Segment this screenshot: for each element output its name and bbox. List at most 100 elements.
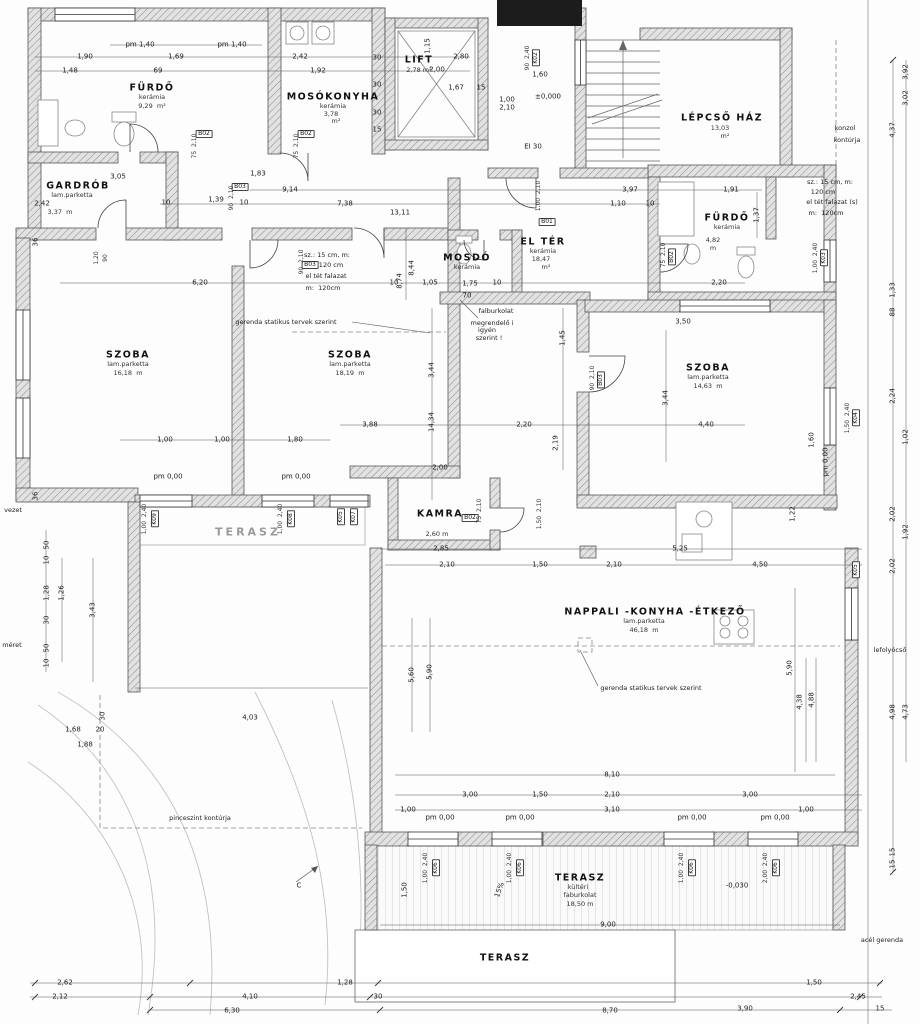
dimension-label: 10 [645, 199, 655, 208]
dimension-label: 1,33 [888, 282, 897, 298]
dimension-label: 1,50 [806, 978, 822, 987]
opening-tag: K04 [852, 409, 860, 427]
dimension-label: 3,00 [462, 790, 478, 799]
solid-core [497, 0, 582, 26]
dimension-label: 2,24 [888, 388, 897, 404]
room-sub-label: 9,29 m² [138, 101, 166, 110]
room-sub-label: 3,78 [323, 109, 339, 118]
dimension-label: 30 [372, 53, 382, 62]
room-label: KAMRA [416, 508, 464, 520]
annotation-label: szerint ! [475, 333, 503, 342]
room-sub-label: m² [541, 262, 551, 271]
dimension-label: 1,02 [901, 429, 910, 445]
room-label: FÜRDŐ [704, 212, 750, 224]
dimension-label: 8,44 [407, 260, 416, 276]
dimension-label: 1,15 [423, 38, 432, 54]
dimension-label: 10 [389, 278, 399, 287]
dimension-label: 2,62 [57, 978, 73, 987]
dimension-label: 1,90 [77, 52, 93, 61]
room-label: MOSÓKONYHA [286, 91, 380, 103]
dimension-label: 2,80 [453, 52, 469, 61]
opening-tag: K03 [820, 249, 828, 267]
opening-size-label: 1,00 2,40 [812, 242, 819, 274]
dimension-label: 8,74 [395, 273, 404, 289]
opening-size-label: 90 2,40 [524, 45, 531, 71]
opening-size-label: 90 2,10 [589, 365, 596, 391]
dimension-label: 2,00 [432, 463, 448, 472]
dimension-label: 70 [462, 291, 472, 300]
dimension-label: pm 0,00 [505, 813, 535, 822]
dimension-label: 2,42 [292, 52, 308, 61]
dimension-label: 1,37 [752, 207, 761, 223]
dimension-ticks [31, 56, 897, 1014]
annotation-label: igyén [478, 325, 496, 334]
dimension-label: 1,91 [723, 185, 739, 194]
dimension-label: 1,00 [798, 805, 814, 814]
annotation-label: vezet [4, 505, 22, 514]
room-sub-label: 13,03 [710, 123, 730, 132]
dimension-label: 4,88 [807, 692, 816, 708]
dimension-label: 3,43 [88, 602, 97, 618]
opening-size-label: 90 2,10 [228, 185, 235, 211]
dimension-label: 30 [372, 80, 382, 89]
dimension-label: 4,37 [888, 122, 897, 138]
dimension-label: 3,44 [661, 390, 670, 406]
dimension-label: 3,05 [110, 172, 126, 181]
room-sub-label: kerámia [138, 92, 166, 101]
dimension-label: 1,00 [214, 435, 230, 444]
opening-tag: K06 [516, 859, 524, 877]
opening-tag: B02 [461, 514, 479, 522]
room-label: TERASZ [479, 952, 531, 964]
dimension-label: 15 [875, 1004, 885, 1013]
annotation-label: acél gerenda [860, 935, 904, 944]
dimension-label: 1,22 [788, 506, 797, 522]
room-sub-label: lam.parketta [51, 190, 93, 199]
dimension-label: 1,45 [558, 330, 567, 346]
dimension-label: 1,10 [610, 199, 626, 208]
room-sub-label: faburkolat [563, 890, 597, 899]
dimension-label: 5,60 [407, 667, 416, 683]
stairs [586, 39, 663, 162]
annotation-label: gerenda statikus tervek szerint [235, 317, 337, 326]
room-sub-label: kültéri [567, 882, 589, 891]
opening-size-label: 1,00 2,40 [678, 852, 685, 884]
dimension-label: C [296, 881, 302, 890]
dimension-label: pm 0,00 [677, 813, 707, 822]
dimension-label: 15 [476, 83, 486, 92]
dimension-label: 14,34 [427, 411, 436, 433]
annotation-label: m: 120cm [808, 208, 844, 217]
opening-tag: B03 [301, 261, 319, 269]
opening-size-label: 1,00 2,40 [422, 852, 429, 884]
annotation-label: 120 cm [318, 260, 344, 269]
annotation-label: sz.: 15 cm, m: [303, 250, 351, 259]
room-sub-label: 18,50 m [566, 899, 594, 908]
dimension-label: 3,92 [901, 64, 910, 80]
dimension-label: 1,28 [42, 585, 51, 601]
dimension-label: 10 [42, 555, 51, 565]
opening-size-label: 75 2,10 [660, 242, 667, 268]
opening-tag: K02 [532, 49, 540, 67]
door-swings [97, 123, 689, 533]
dimension-label: 6,30 [224, 1006, 240, 1015]
room-label: LIFT [404, 54, 434, 66]
dimension-label: 15% [493, 881, 506, 899]
room-sub-label: kerámia [713, 222, 741, 231]
dimension-label: 4,10 [242, 992, 258, 1001]
dimension-label: pm 0,00 [281, 472, 311, 481]
room-label: SZOBA [686, 362, 730, 374]
dimension-label: pm 1,40 [125, 40, 155, 49]
dimension-label: pm 0,00 [425, 813, 455, 822]
opening-size-label: 1,50 2,40 [844, 402, 851, 434]
dimension-label: 1,67 [448, 83, 464, 92]
opening-size-label: 2,00 2,40 [762, 852, 769, 884]
dimension-label: 1,00 [157, 435, 173, 444]
room-label: SZOBA [106, 349, 150, 361]
room-sub-label: 4,82 [705, 235, 721, 244]
dimension-label: 1,60 [532, 70, 548, 79]
opening-size-label: 90 [102, 254, 109, 262]
room-sub-label: lam.parketta [687, 372, 729, 381]
opening-tag: K06 [772, 859, 780, 877]
dimension-label: 4,50 [752, 560, 768, 569]
dimension-label: 1,39 [208, 195, 224, 204]
